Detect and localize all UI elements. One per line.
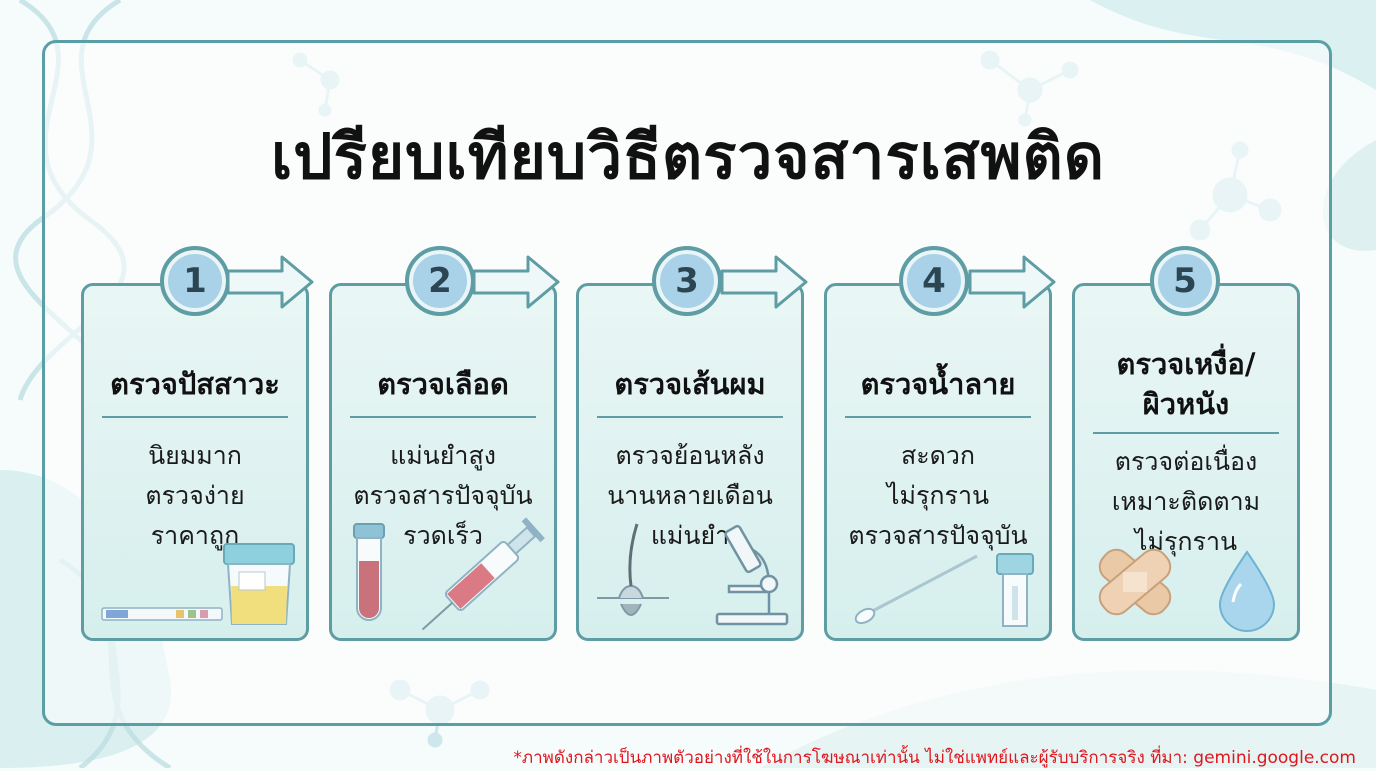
- card-description: นิยมมาก ตรวจง่าย ราคาถูก: [84, 436, 306, 556]
- card-description: ตรวจต่อเนื่อง เหมาะติดตาม ไม่รุกราน: [1075, 442, 1297, 562]
- card-description: สะดวก ไม่รุกราน ตรวจสารปัจจุบัน: [827, 436, 1049, 556]
- card-title: ตรวจเลือด: [377, 367, 509, 401]
- step-card-5: ตรวจเหงื่อ/ ผิวหนัง ตรวจต่อเนื่อง เหมาะต…: [1072, 283, 1300, 641]
- description-line: นิยมมาก: [148, 441, 242, 470]
- arrow-right-icon: [720, 255, 808, 309]
- divider: [350, 416, 536, 418]
- step-card-2: ตรวจเลือด แม่นยำสูง ตรวจสารปัจจุบัน รวดเ…: [329, 283, 557, 641]
- card-title-line: ผิวหนัง: [1142, 387, 1230, 421]
- divider: [102, 416, 288, 418]
- card-title-line: ตรวจเหงื่อ/: [1116, 347, 1256, 381]
- step-number-badge-2: 2: [405, 246, 475, 316]
- description-line: ตรวจย้อนหลัง: [615, 441, 765, 470]
- description-line: เหมาะติดตาม: [1111, 487, 1261, 516]
- step-number-badge-1: 1: [160, 246, 230, 316]
- step-number-badge-5: 5: [1150, 246, 1220, 316]
- description-line: ราคาถูก: [150, 521, 240, 550]
- card-title: ตรวจน้ำลาย: [860, 367, 1016, 401]
- card-description: แม่นยำสูง ตรวจสารปัจจุบัน รวดเร็ว: [332, 436, 554, 556]
- description-line: ตรวจง่าย: [145, 481, 245, 510]
- page-title: เปรียบเทียบวิธีตรวจสารเสพติด: [270, 120, 1106, 193]
- card-title: ตรวจปัสสาวะ: [110, 367, 280, 401]
- divider: [597, 416, 783, 418]
- description-line: ตรวจสารปัจจุบัน: [848, 521, 1028, 550]
- test-strip-icon: [101, 607, 223, 621]
- divider: [1093, 432, 1279, 434]
- droplet-icon: [1218, 550, 1276, 632]
- description-line: รวดเร็ว: [403, 521, 483, 550]
- description-line: ไม่รุกราน: [886, 481, 990, 510]
- description-line: แม่นยำสูง: [390, 441, 496, 470]
- card-title: ตรวจเหงื่อ/ ผิวหนัง: [1075, 344, 1297, 424]
- description-line: ตรวจสารปัจจุบัน: [353, 481, 533, 510]
- step-number-badge-4: 4: [899, 246, 969, 316]
- description-line: ตรวจต่อเนื่อง: [1114, 447, 1258, 476]
- arrow-right-icon: [226, 255, 314, 309]
- arrow-right-icon: [472, 255, 560, 309]
- description-line: สะดวก: [900, 441, 976, 470]
- step-card-3: ตรวจเส้นผม ตรวจย้อนหลัง นานหลายเดือน แม่…: [576, 283, 804, 641]
- description-line: แม่นยำ: [650, 521, 730, 550]
- swab-icon: [854, 554, 978, 625]
- description-line: ไม่รุกราน: [1134, 527, 1238, 556]
- step-card-4: ตรวจน้ำลาย สะดวก ไม่รุกราน ตรวจสารปัจจุบ…: [824, 283, 1052, 641]
- card-title: ตรวจเส้นผม: [614, 367, 766, 401]
- saliva-tube-icon: [996, 553, 1034, 627]
- urine-cup-icon: [223, 543, 295, 625]
- arrow-right-icon: [968, 255, 1056, 309]
- description-line: นานหลายเดือน: [607, 481, 773, 510]
- divider: [845, 416, 1031, 418]
- disclaimer-text: *ภาพดังกล่าวเป็นภาพตัวอย่างที่ใช้ในการโฆ…: [513, 748, 1356, 768]
- card-description: ตรวจย้อนหลัง นานหลายเดือน แม่นยำ: [579, 436, 801, 556]
- step-card-1: ตรวจปัสสาวะ นิยมมาก ตรวจง่าย ราคาถูก: [81, 283, 309, 641]
- step-number-badge-3: 3: [652, 246, 722, 316]
